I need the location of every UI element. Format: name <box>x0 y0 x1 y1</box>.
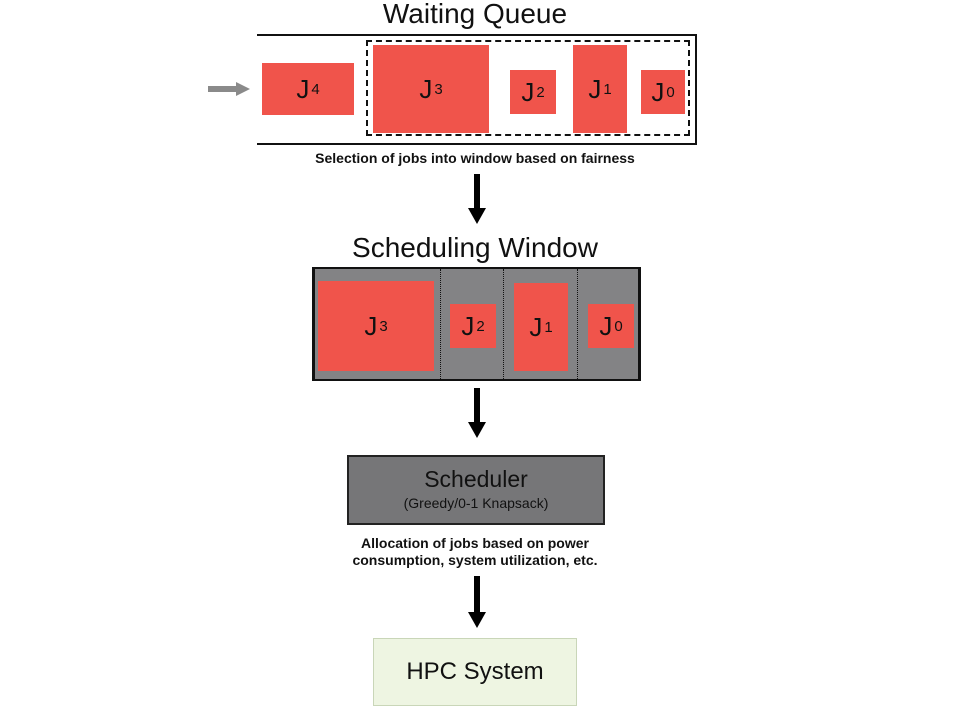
flow-arrow-2-head-icon <box>468 422 486 438</box>
queue-bottom-border <box>257 143 697 145</box>
job-subscript: 0 <box>666 83 675 101</box>
hpc-system-label: HPC System <box>406 658 544 685</box>
waiting-queue-title: Waiting Queue <box>382 0 568 29</box>
flow-arrow-3 <box>474 576 480 614</box>
job-label: J <box>461 310 475 341</box>
job-subscript: 4 <box>311 80 320 98</box>
window-divider-1 <box>440 269 441 379</box>
job-label: J <box>419 73 433 104</box>
flow-arrow-2 <box>474 388 480 424</box>
allocation-caption-line2: consumption, system utilization, etc. <box>352 552 598 568</box>
job-label: J <box>588 73 602 104</box>
scheduler-box: Scheduler (Greedy/0-1 Knapsack) <box>347 455 605 525</box>
fairness-caption: Selection of jobs into window based on f… <box>315 150 635 166</box>
window-divider-2 <box>503 269 504 379</box>
scheduler-title: Scheduler <box>424 466 528 492</box>
job-label: J <box>296 73 310 104</box>
scheduling-window-title: Scheduling Window <box>352 232 598 263</box>
scheduler-subtitle: (Greedy/0-1 Knapsack) <box>403 495 549 511</box>
flow-arrow-3-head-icon <box>468 612 486 628</box>
allocation-caption-line1: Allocation of jobs based on power <box>361 535 589 551</box>
job-label: J <box>521 76 535 107</box>
window-divider-3 <box>577 269 578 379</box>
job-subscript: 0 <box>614 317 623 335</box>
job-subscript: 2 <box>536 83 545 101</box>
incoming-arrow-icon <box>208 82 250 96</box>
job-subscript: 2 <box>476 317 485 335</box>
job-label: J <box>599 310 613 341</box>
allocation-caption: Allocation of jobs based on power consum… <box>300 535 650 569</box>
selection-window-outline <box>366 40 690 136</box>
job-label: J <box>529 311 543 342</box>
job-subscript: 1 <box>544 318 553 336</box>
job-subscript: 3 <box>379 317 388 335</box>
flow-arrow-1 <box>474 174 480 210</box>
job-label: J <box>651 76 665 107</box>
flow-arrow-1-head-icon <box>468 208 486 224</box>
queue-top-border <box>257 34 697 36</box>
queue-right-border <box>695 34 697 145</box>
job-subscript: 1 <box>603 80 612 98</box>
job-label: J <box>364 310 378 341</box>
job-subscript: 3 <box>434 80 443 98</box>
hpc-system-box: HPC System <box>373 638 577 706</box>
